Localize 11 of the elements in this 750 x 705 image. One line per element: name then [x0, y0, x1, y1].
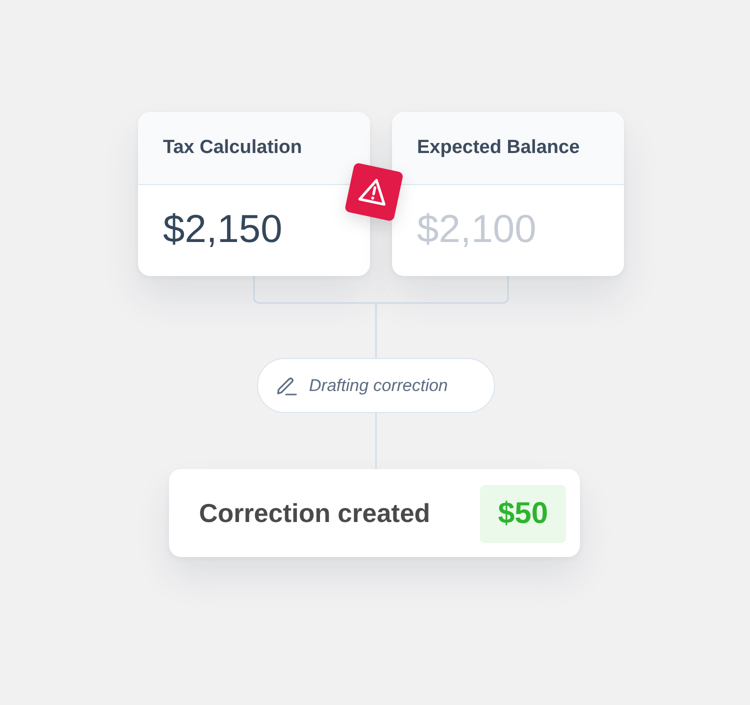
amount-value: $2,100 — [417, 208, 536, 252]
card-title: Expected Balance — [417, 137, 580, 159]
connector-line — [375, 276, 509, 358]
info-card — [392, 112, 624, 276]
info-card — [138, 112, 370, 276]
amount-value: $50 — [498, 497, 548, 531]
amount-value: $2,150 — [163, 208, 282, 252]
status-text: Drafting correction — [309, 376, 448, 396]
card-title: Tax Calculation — [163, 137, 302, 159]
result-card — [169, 469, 580, 557]
result-title: Correction created — [199, 498, 430, 529]
